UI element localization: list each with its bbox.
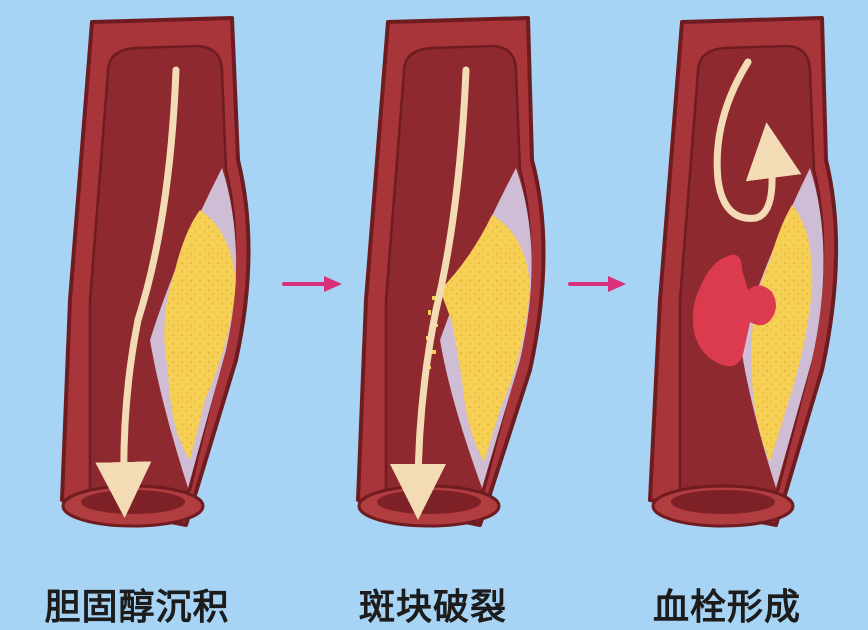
atherosclerosis-diagram xyxy=(60,16,839,528)
caption-plaque-rupture: 斑块破裂 xyxy=(358,587,508,628)
step-arrow-icon xyxy=(282,276,342,292)
caption-thrombus-formation: 血栓形成 xyxy=(652,587,802,628)
caption-cholesterol-deposition: 胆固醇沉积 xyxy=(44,587,230,628)
blood-flow-arrow-icon xyxy=(390,66,470,520)
vessel-stage-1 xyxy=(60,16,251,528)
vessel-stage-3 xyxy=(648,16,839,528)
vessel-stage-2 xyxy=(356,16,546,528)
blood-clot xyxy=(692,254,776,367)
blood-flow-arrow-icon xyxy=(713,58,802,222)
blood-flow-arrow-icon xyxy=(95,66,180,518)
step-arrow-icon xyxy=(568,276,626,292)
